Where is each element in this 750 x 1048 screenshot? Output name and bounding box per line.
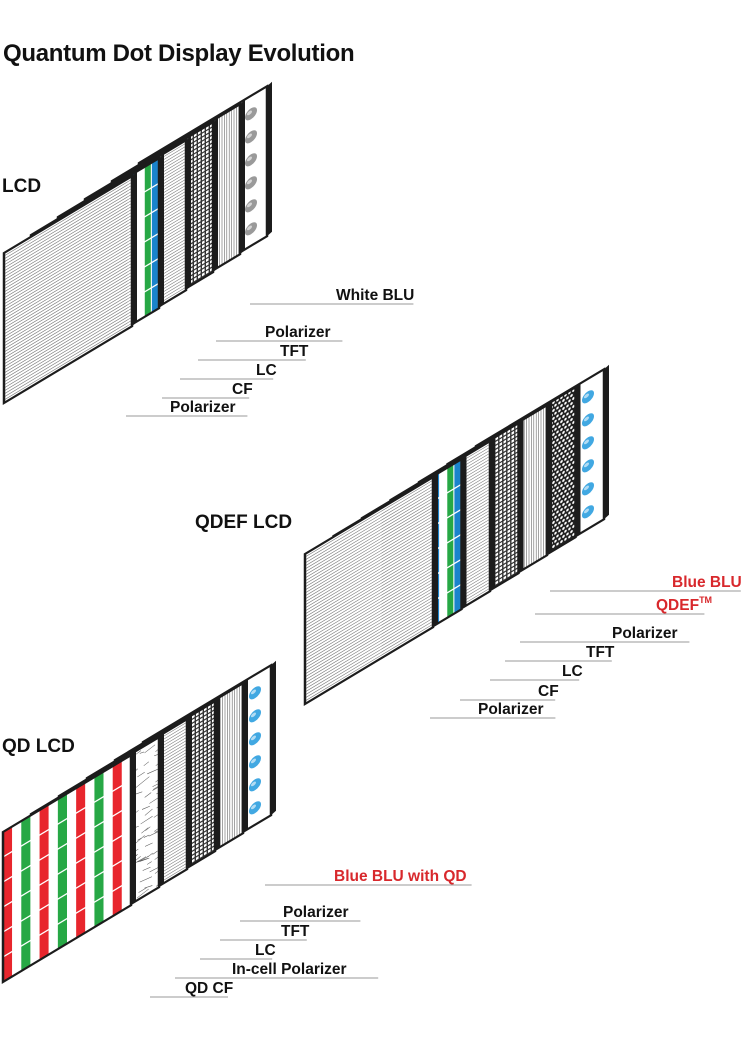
layer-panel [2, 171, 137, 406]
layer-label: Polarizer [478, 701, 543, 718]
layer-label: Blue BLU with QD [334, 868, 467, 885]
layer-label: TFT [280, 343, 309, 360]
layer-label: Polarizer [612, 625, 677, 642]
section-title: QDEF LCD [195, 512, 292, 533]
layer-label: In-cell Polarizer [232, 961, 347, 978]
trademark-superscript: TM [699, 595, 712, 605]
layer-label: QD CF [185, 980, 233, 997]
layer-panel [1, 750, 136, 985]
layer-label: LC [562, 663, 583, 680]
layer-label: LC [256, 362, 277, 379]
layer-label: Polarizer [170, 399, 235, 416]
layer-label: QDEFTM [656, 595, 712, 614]
page-title: Quantum Dot Display Evolution [3, 40, 355, 67]
layer-panel [303, 472, 438, 707]
layer-label: Polarizer [265, 324, 330, 341]
layer-label: TFT [586, 644, 615, 661]
layer-label: Polarizer [283, 904, 348, 921]
layer-label: CF [538, 683, 559, 700]
layer-label: LC [255, 942, 276, 959]
section-title: LCD [2, 176, 41, 197]
section-title: QD LCD [2, 736, 75, 757]
layer-label: White BLU [336, 287, 414, 304]
qd-stripes-pattern [3, 755, 131, 982]
layer-label: CF [232, 381, 253, 398]
horizontal-lines-pattern [305, 479, 433, 702]
layer-label: Blue BLU [672, 574, 742, 591]
horizontal-lines-pattern [4, 178, 132, 401]
layer-label: TFT [281, 923, 310, 940]
